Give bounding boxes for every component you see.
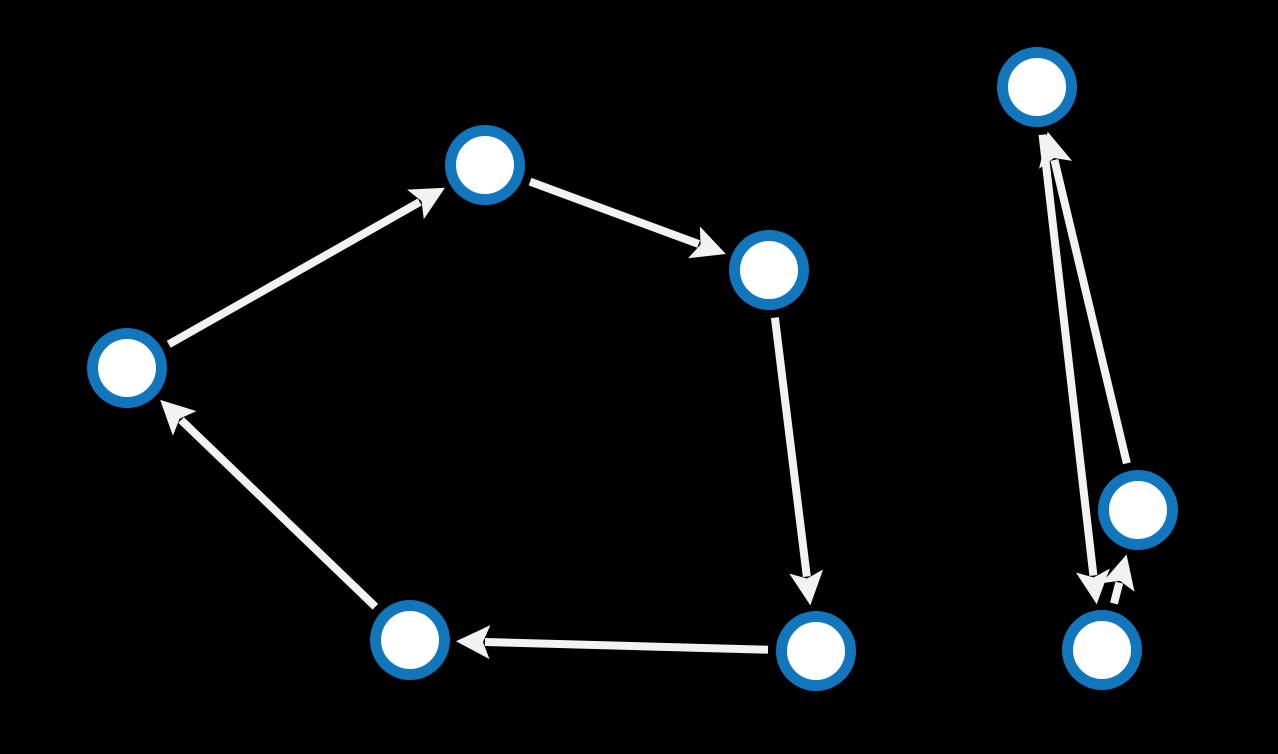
edge-line — [770, 317, 811, 578]
edge-line — [528, 177, 701, 248]
node-circle — [1098, 470, 1178, 550]
node-circle — [445, 125, 525, 205]
edge-upper-left-to-upper-middle[interactable] — [528, 177, 726, 259]
edge-line — [484, 638, 769, 654]
node-circle — [370, 600, 450, 680]
edge-arrowhead-icon — [789, 569, 824, 606]
edge-layer — [160, 131, 1135, 660]
edge-arrowhead-icon — [407, 187, 445, 220]
edge-line — [1038, 134, 1098, 576]
edge-bottom-left-to-left[interactable] — [160, 399, 379, 610]
edge-right-to-top-right[interactable] — [1039, 131, 1131, 465]
node-left[interactable] — [87, 328, 167, 408]
node-circle — [87, 328, 167, 408]
edge-arrowhead-icon — [160, 399, 197, 436]
node-circle — [776, 611, 856, 691]
node-bottom-right[interactable] — [1062, 610, 1142, 690]
edge-left-to-upper-left[interactable] — [166, 187, 445, 348]
edge-top-right-to-bottom-right[interactable] — [1038, 134, 1110, 605]
edge-arrowhead-icon — [688, 226, 726, 259]
edge-bottom-right-to-right[interactable] — [1101, 554, 1135, 605]
edge-line — [1110, 581, 1124, 605]
edge-line — [178, 417, 379, 610]
node-circle — [1062, 610, 1142, 690]
node-top-right[interactable] — [997, 47, 1077, 127]
node-right[interactable] — [1098, 470, 1178, 550]
edge-line — [1050, 159, 1131, 465]
edge-arrowhead-icon — [1075, 568, 1110, 605]
node-bottom-middle[interactable] — [776, 611, 856, 691]
edge-upper-middle-to-bottom-middle[interactable] — [770, 317, 824, 606]
edge-arrowhead-icon — [455, 625, 491, 660]
node-layer — [87, 47, 1178, 691]
edge-bottom-middle-to-bottom-left[interactable] — [455, 625, 769, 660]
node-upper-middle[interactable] — [729, 230, 809, 310]
node-upper-left[interactable] — [445, 125, 525, 205]
edge-arrowhead-icon — [1101, 554, 1135, 592]
edge-line — [166, 198, 422, 348]
node-circle — [729, 230, 809, 310]
node-circle — [997, 47, 1077, 127]
edge-arrowhead-icon — [1039, 131, 1073, 169]
node-bottom-left[interactable] — [370, 600, 450, 680]
